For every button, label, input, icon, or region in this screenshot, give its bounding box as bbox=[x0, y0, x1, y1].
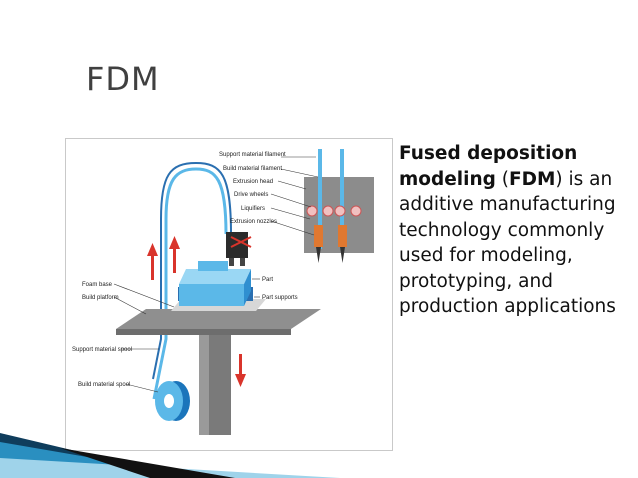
fdm-diagram: Support material filament Build material… bbox=[65, 138, 393, 451]
label-drive-wheels: Drive wheels bbox=[234, 192, 268, 198]
label-liquifiers: Liquifiers bbox=[241, 206, 265, 212]
rest-text: ) is an additive manufacturing technolog… bbox=[399, 168, 616, 318]
description-text: Fused deposition modeling (FDM) is an ad… bbox=[399, 141, 635, 320]
open-paren: ( bbox=[495, 168, 509, 190]
corner-decoration bbox=[0, 433, 340, 478]
label-extrusion-nozzles: Extrusion nozzles bbox=[230, 219, 277, 225]
label-support-spool: Support material spool bbox=[72, 347, 132, 353]
term-text: Fused deposition modeling bbox=[399, 143, 578, 190]
abbr-text: FDM bbox=[508, 168, 556, 190]
slide-title: FDM bbox=[86, 60, 160, 98]
label-part-supports: Part supports bbox=[262, 295, 298, 301]
label-part: Part bbox=[262, 277, 273, 283]
label-foam-base: Foam base bbox=[82, 282, 113, 288]
up-arrows bbox=[147, 236, 180, 280]
label-support-filament: Support material filament bbox=[219, 152, 286, 158]
label-build-spool: Build material spool bbox=[78, 382, 130, 388]
label-build-platform: Build platform bbox=[82, 295, 119, 301]
label-extrusion-head: Extrusion head bbox=[233, 179, 273, 185]
label-build-filament: Build material filament bbox=[223, 166, 282, 172]
